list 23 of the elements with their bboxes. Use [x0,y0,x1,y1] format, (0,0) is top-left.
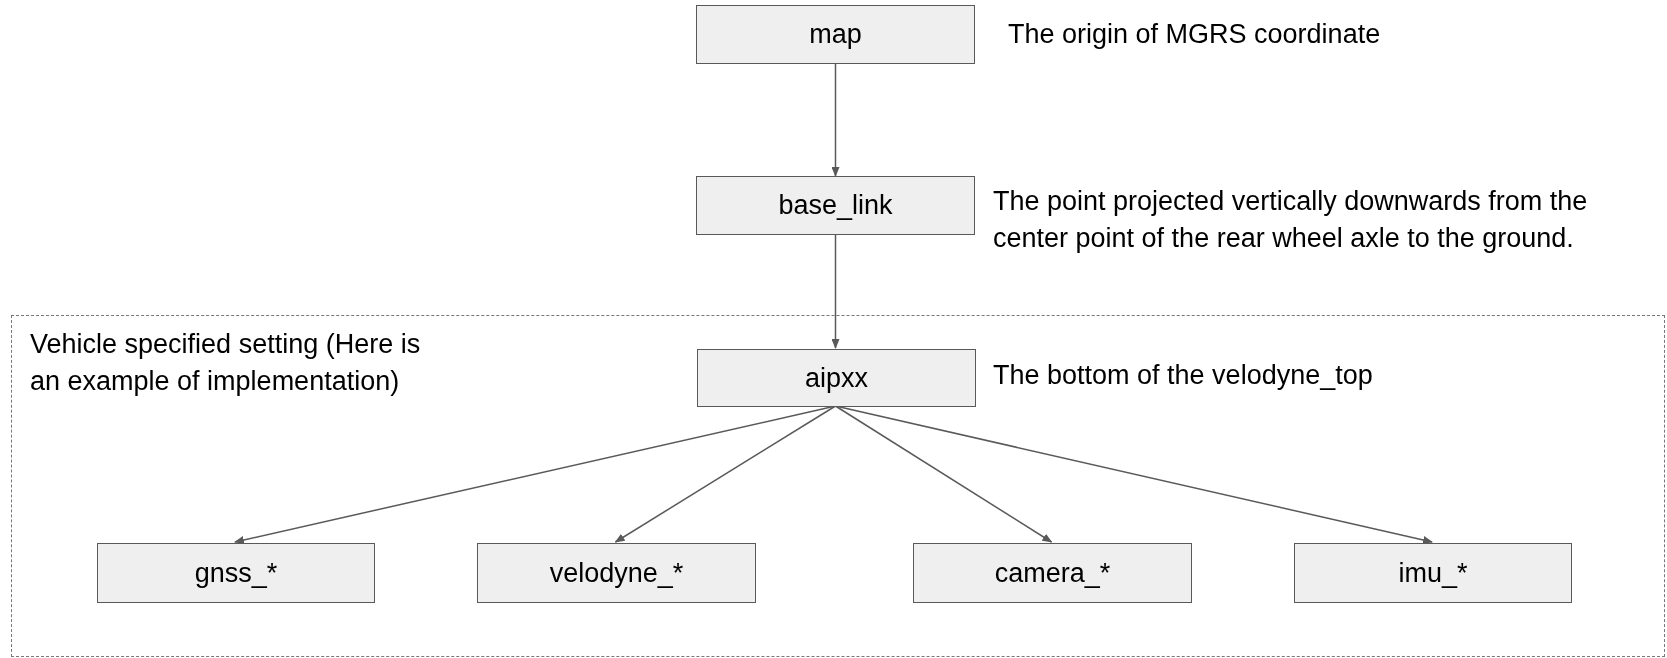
node-label: camera_* [994,557,1111,589]
process-box [696,176,975,235]
node-label: velodyne_* [549,557,684,589]
arrow [614,405,837,543]
process-box [697,349,976,407]
group-frame [11,315,1665,657]
node-label: imu_* [1398,557,1468,589]
node-label: gnss_* [194,557,278,589]
arrow [831,63,840,177]
description-text: The point projected vertically downwards from the center point of the rear wheel axle to the ground. [993,185,1589,255]
process-box [477,543,756,603]
description-text: The bottom of the velodyne_top [993,359,1374,392]
group-label: Vehicle specified setting (Here is an example of implementation) [30,328,422,398]
node-label: aipxx [805,362,868,394]
description-text: The origin of MGRS coordinate [1008,18,1382,51]
process-box [696,5,975,64]
arrow [834,405,1053,543]
node-label: map [809,19,862,50]
process-box [1294,543,1572,603]
process-box [97,543,375,603]
arrow [831,234,840,349]
process-box [913,543,1192,603]
node-label: base_link [778,190,893,221]
